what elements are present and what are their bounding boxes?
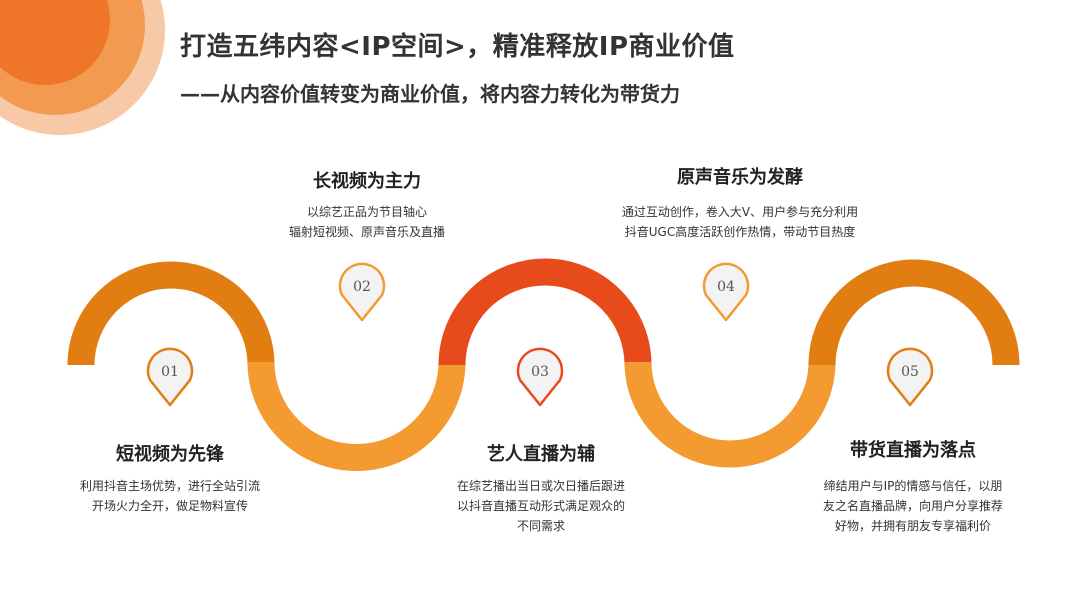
desc-line: 抖音UGC高度活跃创作热情，带动节目热度: [624, 225, 856, 239]
step-description: 通过互动创作，卷入大V、用户参与充分利用抖音UGC高度活跃创作热情，带动节目热度: [575, 202, 905, 242]
step-description: 利用抖音主场优势，进行全站引流开场火力全开，做足物料宣传: [30, 476, 310, 516]
pin-marker-05: [886, 347, 934, 407]
step-title: 长视频为主力: [313, 171, 421, 192]
wave-arc-1: [67, 261, 275, 366]
step-title: 短视频为先锋: [116, 444, 224, 465]
page-subtitle: ——从内容价值转变为商业价值，将内容力转化为带货力: [180, 82, 680, 106]
desc-line: 在综艺播出当日或次日播后跟进: [456, 479, 625, 493]
wave-arc-4: [624, 361, 836, 468]
page-title: 打造五纬内容<IP空间>，精准释放IP商业价值: [180, 32, 735, 62]
desc-line: 开场火力全开，做足物料宣传: [91, 499, 248, 513]
step-title: 艺人直播为辅: [487, 444, 595, 465]
wave-arc-2: [247, 361, 466, 471]
wave-arc-3: [438, 258, 652, 366]
pin-marker-04: [702, 262, 750, 322]
deco-circle-inner: [0, 0, 110, 85]
desc-line: 不同需求: [516, 519, 565, 533]
desc-line: 好物，并拥有朋友专享福利价: [834, 519, 991, 533]
desc-line: 以抖音直播互动形式满足观众的: [456, 499, 625, 513]
desc-line: 利用抖音主场优势，进行全站引流: [79, 479, 260, 493]
wave-arc-5: [808, 259, 1020, 366]
desc-line: 通过互动创作，卷入大V、用户参与充分利用: [621, 205, 859, 219]
desc-line: 友之名直播品牌，向用户分享推荐: [822, 499, 1003, 513]
step-description: 缔结用户与IP的情感与信任，以朋友之名直播品牌，向用户分享推荐好物，并拥有朋友专…: [773, 476, 1053, 536]
step-number: 04: [717, 279, 735, 295]
step-number: 02: [353, 279, 371, 295]
desc-line: 辐射短视频、原声音乐及直播: [288, 225, 445, 239]
pin-marker-02: [338, 262, 386, 322]
step-number: 03: [531, 364, 549, 380]
step-description: 在综艺播出当日或次日播后跟进以抖音直播互动形式满足观众的不同需求: [401, 476, 681, 536]
pin-marker-03: [516, 347, 564, 407]
desc-line: 缔结用户与IP的情感与信任，以朋: [823, 479, 1003, 493]
step-title: 原声音乐为发酵: [677, 167, 803, 188]
step-title: 带货直播为落点: [850, 440, 976, 461]
step-number: 01: [161, 364, 179, 380]
step-description: 以综艺正品为节目轴心辐射短视频、原声音乐及直播: [227, 202, 507, 242]
desc-line: 以综艺正品为节目轴心: [306, 205, 427, 219]
step-number: 05: [901, 364, 919, 380]
pin-marker-01: [146, 347, 194, 407]
